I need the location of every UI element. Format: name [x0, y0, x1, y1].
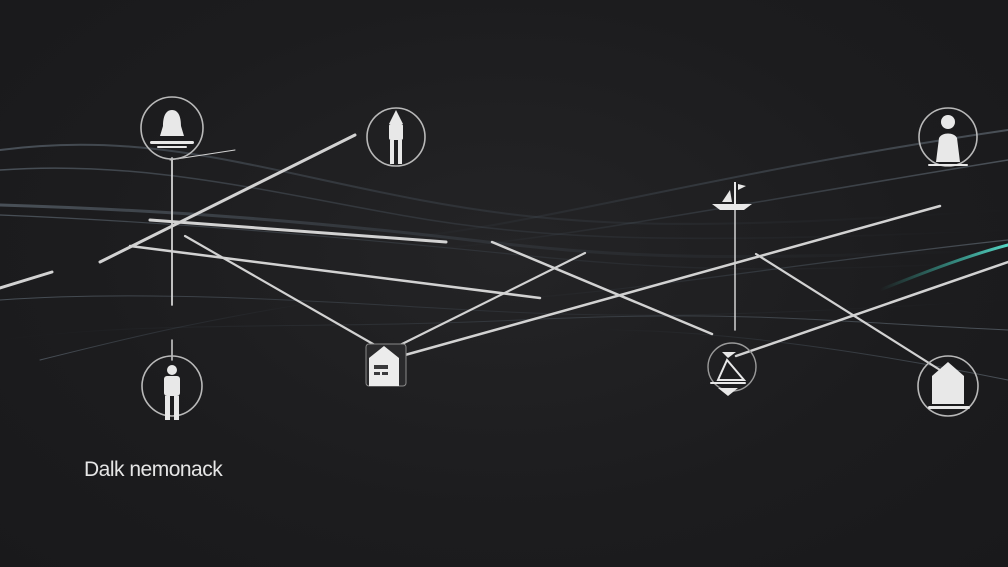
connection-line [183, 234, 382, 350]
wisp-line [419, 159, 1008, 251]
sailboat-icon [712, 182, 752, 210]
node-ring [917, 355, 979, 417]
caption-text: Dalk nemonack [84, 458, 223, 481]
connection-line [734, 260, 1008, 358]
wisp-line [0, 315, 1008, 341]
connection-line [754, 252, 942, 372]
person-icon [389, 110, 403, 164]
background-wisps [0, 129, 1008, 381]
connection-line [148, 218, 448, 244]
node-top-center[interactable] [366, 107, 426, 167]
wisp-line [39, 299, 331, 361]
house-icon [928, 362, 970, 409]
node-bottom-left[interactable] [141, 355, 203, 420]
connection-line [98, 133, 357, 264]
connections [0, 133, 1008, 372]
node-ring [366, 107, 426, 167]
house-icon [369, 346, 399, 386]
node-bottom-right[interactable] [917, 355, 979, 417]
wisp-line [0, 295, 1008, 316]
wisp-line [0, 143, 1008, 225]
wisp-line [379, 129, 1008, 241]
node-top-right[interactable] [918, 107, 978, 167]
node-center-hub[interactable] [365, 343, 407, 387]
wisp-line [499, 239, 1008, 301]
teal-glow-line [878, 243, 1008, 292]
connection-line [403, 204, 942, 357]
node-top-left[interactable] [140, 96, 204, 160]
bell-icon [150, 110, 194, 148]
wisp-line [0, 167, 1008, 240]
node-ring [141, 355, 203, 417]
wisp-line [0, 203, 1008, 259]
node-bottom-center-right[interactable] [707, 342, 757, 396]
connection-line [128, 244, 542, 300]
connection-line [0, 270, 54, 290]
node-mid-right[interactable] [712, 182, 752, 210]
tent-icon [710, 352, 747, 396]
connection-line [490, 240, 714, 336]
node-ring [140, 96, 204, 160]
person-icon [164, 365, 180, 420]
person-bust-icon [928, 115, 968, 166]
